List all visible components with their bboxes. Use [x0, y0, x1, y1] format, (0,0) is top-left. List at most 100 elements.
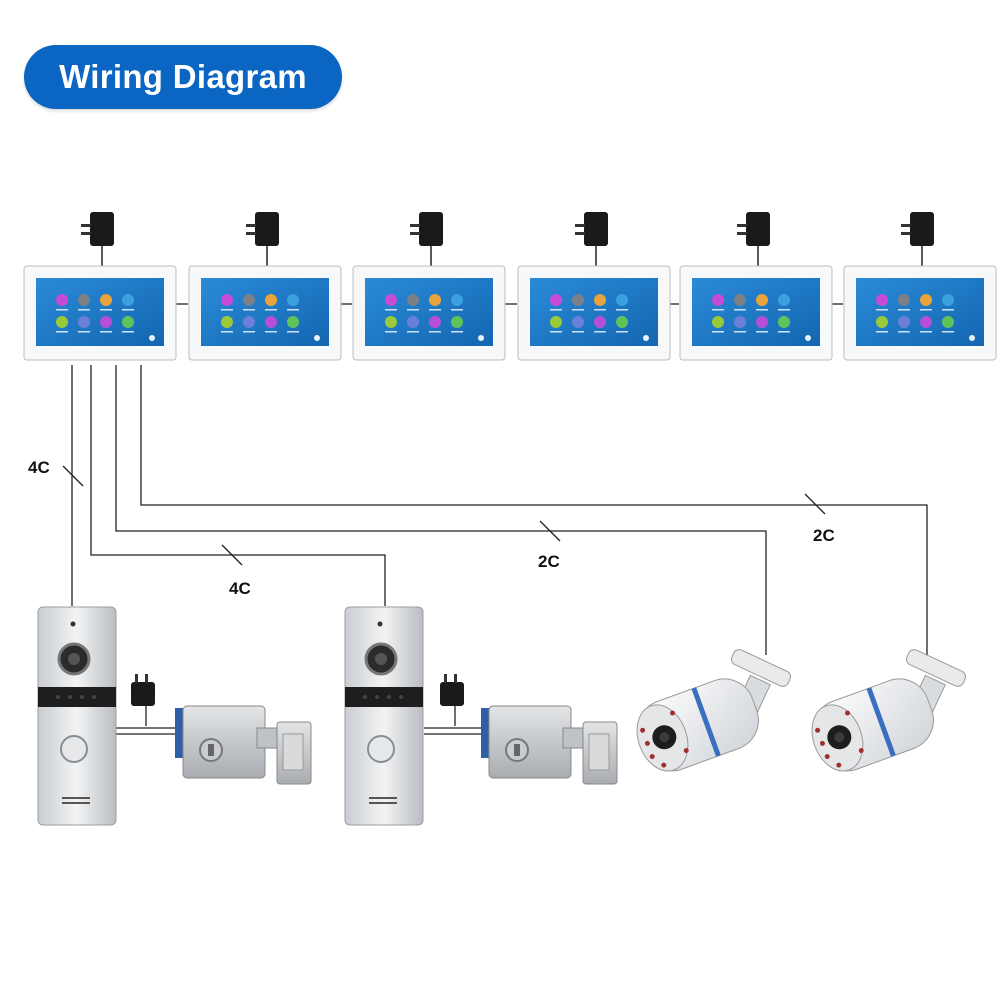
monitor-6-screen: [856, 278, 984, 346]
monitor-power-adapters: [81, 212, 934, 266]
monitor-2-menu-icon: [221, 316, 233, 328]
cable-label-camera-1: 2C: [538, 552, 560, 571]
monitor-2-screen: [201, 278, 329, 346]
monitor-5-menu-icon: [756, 294, 768, 306]
title-badge: Wiring Diagram: [24, 45, 342, 109]
indoor-monitor-4: [517, 265, 671, 361]
monitor-4-menu-icon: [594, 316, 606, 328]
door-station-1-ir-bar: [38, 687, 116, 707]
wire-camera-1: [115, 365, 767, 655]
monitor-3-menu-icon: [407, 316, 419, 328]
monitor-4-menu-icon: [594, 294, 606, 306]
monitor-6-menu-icon: [942, 294, 954, 306]
monitor-5-menu-icon: [756, 316, 768, 328]
power-adapter-2: [246, 212, 279, 266]
camera-1-mount-base: [730, 649, 792, 687]
monitor-3-menu-icon: [385, 294, 397, 306]
monitor-4-menu-icon: [550, 294, 562, 306]
power-adapter-5: [737, 212, 770, 266]
tick-4c-1: [62, 465, 84, 487]
monitor-3-menu-icon: [385, 316, 397, 328]
monitor-1-menu-icon: [122, 316, 134, 328]
wire-camera-2: [140, 365, 928, 655]
monitor-5-menu-icon: [712, 294, 724, 306]
monitor-6-menu-icon: [898, 316, 910, 328]
electric-lock-1: [175, 705, 312, 785]
monitor-5-menu-icon: [712, 316, 724, 328]
electric-lock-2: [481, 705, 618, 785]
monitor-1-menu-icon: [100, 294, 112, 306]
monitor-3-menu-icon: [407, 294, 419, 306]
wire-door-station-2: [90, 365, 386, 606]
bullet-camera-1: [636, 649, 792, 772]
monitor-2-menu-icon: [221, 294, 233, 306]
monitor-6-menu-icon: [942, 316, 954, 328]
monitor-3-menu-icon: [429, 316, 441, 328]
lock-2-power-adapter: [440, 674, 464, 706]
indoor-monitor-3: [352, 265, 506, 361]
indoor-monitor-1: [23, 265, 177, 361]
monitor-6-menu-icon: [920, 294, 932, 306]
monitor-6-menu-icon: [876, 316, 888, 328]
power-adapter-1: [81, 212, 114, 266]
cable-label-door-station-2: 4C: [229, 579, 251, 598]
indoor-monitor-5: [679, 265, 833, 361]
door-station-1-speaker-grille: [62, 797, 90, 804]
monitor-4-menu-icon: [572, 294, 584, 306]
cable-label-door-station-1: 4C: [28, 458, 50, 477]
monitor-2-menu-icon: [287, 316, 299, 328]
monitor-6-menu-icon: [876, 294, 888, 306]
tick-2c-1: [539, 520, 561, 542]
indoor-monitor-2: [188, 265, 342, 361]
power-adapter-3: [410, 212, 443, 266]
wires: [62, 303, 928, 735]
door-station-2-ir-bar: [345, 687, 423, 707]
monitor-2-menu-icon: [265, 316, 277, 328]
door-station-2: [344, 606, 424, 826]
monitor-6-menu-icon: [898, 294, 910, 306]
monitor-5-menu-icon: [778, 316, 790, 328]
monitor-3-menu-icon: [451, 294, 463, 306]
monitor-5-menu-icon: [734, 316, 746, 328]
monitor-3-menu-icon: [451, 316, 463, 328]
monitor-1-menu-icon: [56, 294, 68, 306]
monitor-1-menu-icon: [78, 316, 90, 328]
monitor-2-menu-icon: [265, 294, 277, 306]
monitor-2-menu-icon: [243, 316, 255, 328]
tick-4c-2: [221, 544, 243, 566]
indoor-monitors: [23, 265, 997, 361]
monitor-5-menu-icon: [778, 294, 790, 306]
door-station-2-speaker-grille: [369, 797, 397, 804]
power-adapter-6: [901, 212, 934, 266]
camera-2-mount-base: [905, 649, 967, 687]
bullet-camera-2: [811, 649, 967, 772]
monitor-5-screen: [692, 278, 820, 346]
monitor-6-menu-icon: [920, 316, 932, 328]
monitor-1-screen: [36, 278, 164, 346]
monitor-4-menu-icon: [616, 316, 628, 328]
door-station-2-call-button: [367, 735, 395, 763]
monitor-1-menu-icon: [100, 316, 112, 328]
door-station-1: [37, 606, 117, 826]
monitor-4-menu-icon: [616, 294, 628, 306]
monitor-4-menu-icon: [550, 316, 562, 328]
monitor-1-menu-icon: [78, 294, 90, 306]
power-adapter-4: [575, 212, 608, 266]
cable-label-camera-2: 2C: [813, 526, 835, 545]
monitor-2-menu-icon: [287, 294, 299, 306]
door-station-1-call-button: [60, 735, 88, 763]
monitor-4-menu-icon: [572, 316, 584, 328]
monitor-1-menu-icon: [56, 316, 68, 328]
monitor-5-menu-icon: [734, 294, 746, 306]
monitor-2-menu-icon: [243, 294, 255, 306]
door-station-1-mic-dot: [70, 621, 76, 627]
door-station-2-mic-dot: [377, 621, 383, 627]
tick-2c-2: [804, 493, 826, 515]
monitor-4-screen: [530, 278, 658, 346]
diagram-title: Wiring Diagram: [59, 58, 307, 95]
monitor-3-menu-icon: [429, 294, 441, 306]
monitor-1-menu-icon: [122, 294, 134, 306]
monitor-3-screen: [365, 278, 493, 346]
indoor-monitor-6: [843, 265, 997, 361]
